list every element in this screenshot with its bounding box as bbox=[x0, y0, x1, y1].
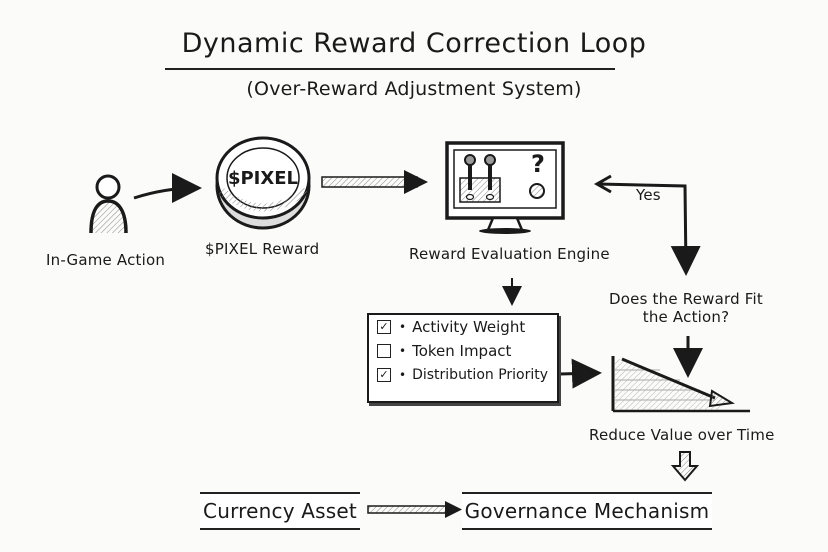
checklist-item: ✓ • Activity Weight bbox=[369, 315, 557, 339]
checklist-item-label: Activity Weight bbox=[412, 318, 526, 336]
decision-question: Does the Reward Fit the Action? bbox=[596, 290, 776, 326]
monitor-icon: ? bbox=[445, 141, 565, 234]
arrow-reward-to-engine bbox=[321, 170, 428, 194]
reduce-value-label: Reduce Value over Time bbox=[589, 426, 775, 444]
question-mark-icon: ? bbox=[531, 150, 545, 178]
yes-arrowhead bbox=[593, 174, 612, 194]
decision-question-line1: Does the Reward Fit bbox=[609, 290, 763, 308]
checkbox-checked[interactable]: ✓ bbox=[377, 368, 391, 382]
diagram-title: Dynamic Reward Correction Loop bbox=[181, 28, 647, 59]
checklist-item-label: Token Impact bbox=[412, 342, 512, 360]
diagram-subtitle: (Over-Reward Adjustment System) bbox=[246, 78, 582, 100]
currency-asset-box: Currency Asset bbox=[200, 492, 360, 530]
decision-question-line2: the Action? bbox=[642, 308, 730, 326]
coin-icon: $PIXEL bbox=[215, 136, 311, 230]
bullet-icon: • bbox=[399, 368, 407, 382]
arrow-reduce-to-governance bbox=[670, 451, 700, 482]
bullet-icon: • bbox=[399, 320, 407, 334]
declining-chart-icon bbox=[611, 356, 750, 413]
bullet-icon: • bbox=[399, 344, 407, 358]
in-game-action-label: In-Game Action bbox=[46, 251, 166, 269]
checklist-item: • Token Impact bbox=[369, 339, 557, 363]
arrow-currency-to-governance bbox=[367, 501, 462, 518]
checkbox-unchecked[interactable] bbox=[377, 344, 391, 358]
yes-edge-label: Yes bbox=[636, 186, 661, 204]
evaluation-checklist: ✓ • Activity Weight • Token Impact ✓ • D… bbox=[367, 313, 559, 403]
checkbox-checked[interactable]: ✓ bbox=[377, 320, 391, 334]
arrow-checklist-to-reduce bbox=[559, 358, 602, 389]
pixel-reward-label: $PIXEL Reward bbox=[205, 240, 320, 258]
coin-text: $PIXEL bbox=[228, 168, 298, 189]
reward-evaluation-engine-label: Reward Evaluation Engine bbox=[409, 245, 610, 263]
checklist-item: ✓ • Distribution Priority bbox=[369, 363, 557, 387]
arrow-action-to-reward bbox=[133, 173, 202, 204]
person-icon bbox=[89, 174, 128, 234]
governance-mechanism-box: Governance Mechanism bbox=[462, 492, 712, 530]
arrow-yes-loop bbox=[597, 182, 701, 276]
title-underline bbox=[165, 68, 615, 70]
checklist-item-label: Distribution Priority bbox=[412, 367, 549, 383]
